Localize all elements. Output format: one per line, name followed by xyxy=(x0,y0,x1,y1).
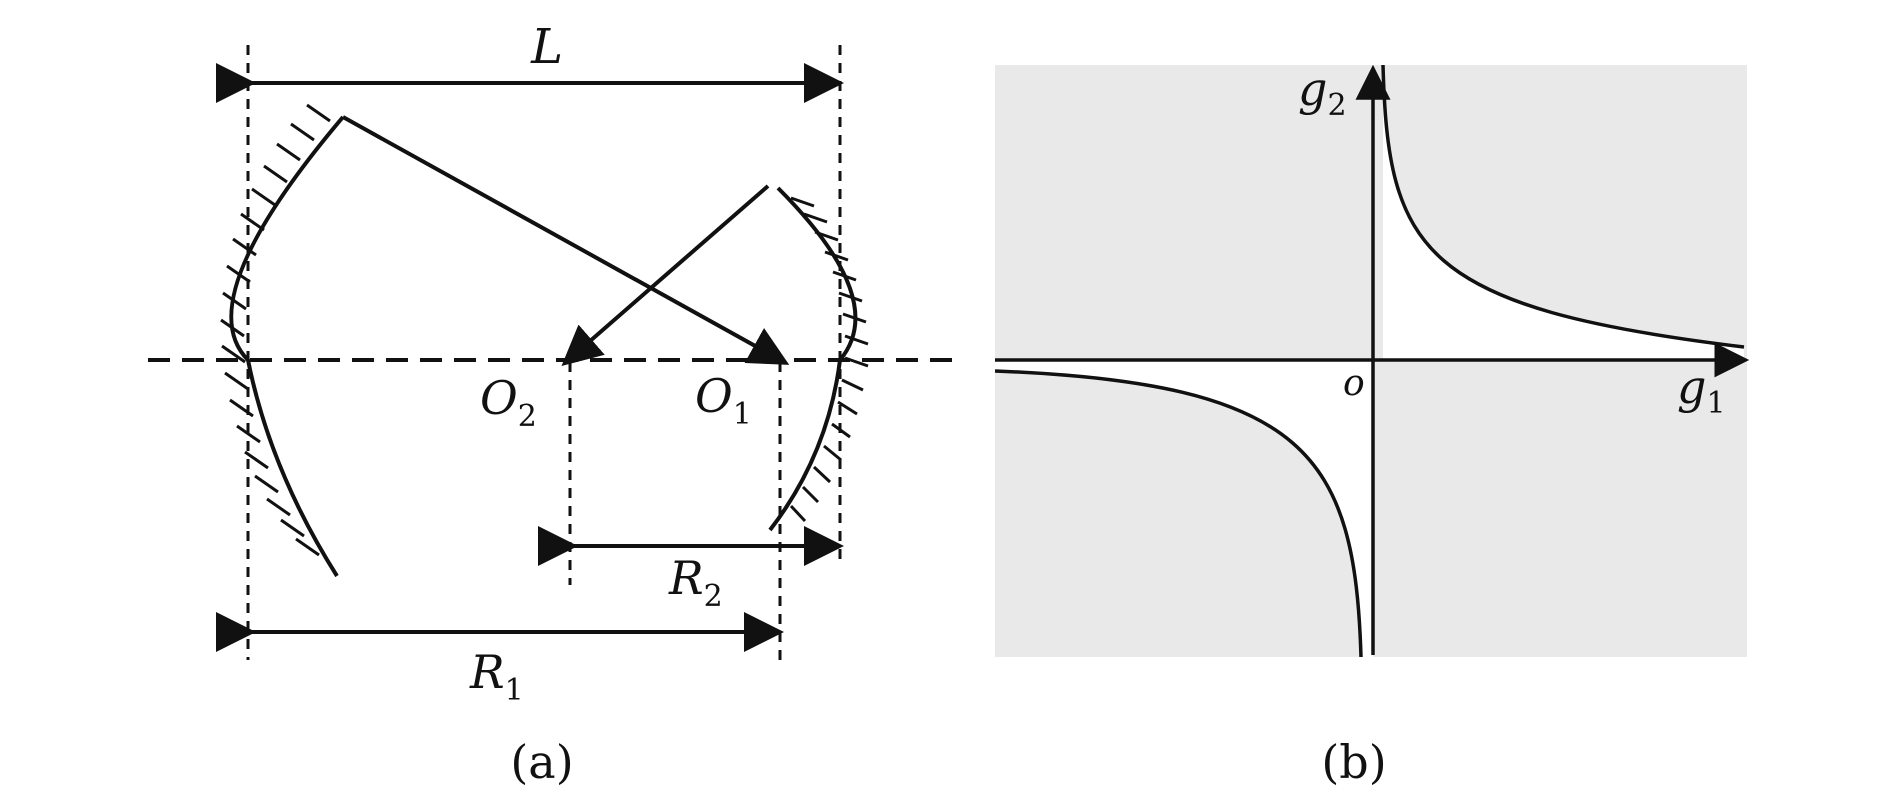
label-o1-sub: 1 xyxy=(733,397,752,432)
stable-region-upper-right xyxy=(1383,65,1744,360)
label-r2-sub: 2 xyxy=(704,579,723,614)
label-o2-main: O xyxy=(480,371,518,425)
label-g1: g1 xyxy=(1677,360,1726,421)
caption-a: (a) xyxy=(510,735,573,789)
label-r1-main: R xyxy=(469,645,505,699)
left-mirror-hatching xyxy=(220,103,331,557)
label-r2-main: R xyxy=(668,551,704,605)
label-g2-sub: 2 xyxy=(1327,88,1346,123)
label-l: L xyxy=(530,19,563,75)
stable-region-lower-left xyxy=(995,360,1373,657)
caption-b: (b) xyxy=(1321,735,1386,789)
ray-left-mirror-to-o1 xyxy=(342,115,790,365)
label-o2: O2 xyxy=(480,371,537,434)
label-origin: o xyxy=(1343,363,1365,404)
label-o1: O1 xyxy=(695,369,752,432)
label-g1-sub: 1 xyxy=(1706,386,1725,421)
hyperbola-lower-branch xyxy=(994,369,1363,658)
panel-b: g2 o g1 (b) xyxy=(994,62,1750,789)
label-r1: R1 xyxy=(469,645,524,708)
label-g2-main: g xyxy=(1298,62,1327,116)
panel-a: L O2 O1 R2 R1 (a) xyxy=(148,19,958,789)
label-r2: R2 xyxy=(668,551,723,614)
label-r1-sub: 1 xyxy=(505,673,524,708)
right-mirror-hatching xyxy=(789,196,869,523)
right-mirror-curve xyxy=(768,186,858,532)
left-mirror-curve xyxy=(229,115,345,578)
label-g2: g2 xyxy=(1298,62,1347,123)
ray-right-mirror-to-o2 xyxy=(561,184,770,366)
hyperbola-upper-branch xyxy=(1381,64,1745,349)
label-o2-sub: 2 xyxy=(518,399,537,434)
label-o1-main: O xyxy=(695,369,733,423)
label-g1-main: g xyxy=(1677,360,1706,414)
